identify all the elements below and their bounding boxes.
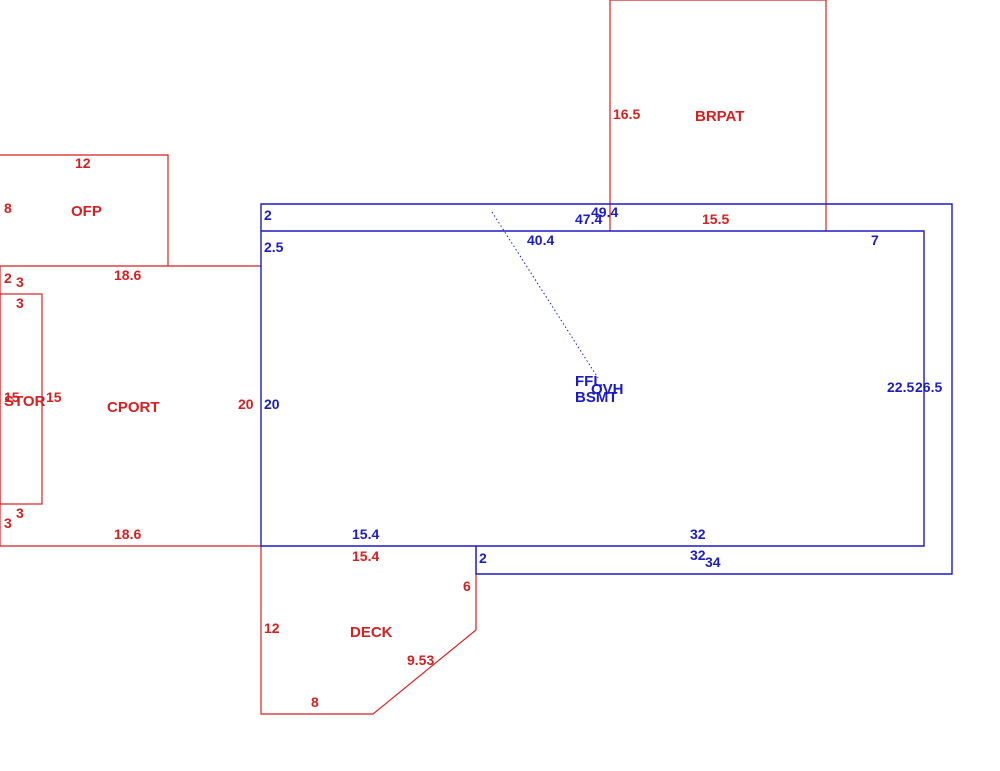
stor-label: STOR bbox=[4, 393, 46, 410]
ofp-outline bbox=[0, 154, 169, 266]
brpat-outline bbox=[609, 0, 827, 231]
brpat-side-dim: 16.5 bbox=[613, 106, 640, 122]
cport-label: CPORT bbox=[107, 399, 160, 416]
deck-label: DECK bbox=[350, 624, 393, 641]
deck-left-dim: 12 bbox=[264, 620, 280, 636]
cport-bottom-line bbox=[0, 266, 261, 547]
ofp-top-dim: 12 bbox=[75, 155, 91, 171]
main-left-dim: 20 bbox=[264, 396, 280, 412]
deck-diag-dim: 9.53 bbox=[407, 652, 434, 668]
deck-right-dim: 6 bbox=[463, 578, 471, 594]
deck-top-dim: 15.4 bbox=[352, 548, 379, 564]
stor-left-dim: 15 bbox=[4, 389, 20, 405]
main-bottom-right-dim: 32 bbox=[690, 526, 706, 542]
main-bottom-right-b-dim: 32 bbox=[690, 547, 706, 563]
leader-line bbox=[491, 211, 599, 379]
stor-right-dim: 15 bbox=[46, 389, 62, 405]
stor-top-left-dim: 2 bbox=[4, 270, 12, 286]
stor-outline bbox=[0, 293, 43, 505]
ofp-label: OFP bbox=[71, 203, 102, 220]
main-bottom-left-dim: 15.4 bbox=[352, 526, 379, 542]
main-top-step-dim: 7 bbox=[871, 232, 879, 248]
stor-bottom-inner-dim: 3 bbox=[16, 505, 24, 521]
ovh-label: OVH bbox=[591, 381, 624, 398]
ovh-right-dim: 26.5 bbox=[915, 379, 942, 395]
brpat-label: BRPAT bbox=[695, 108, 744, 125]
stor-top-right-dim: 3 bbox=[16, 274, 24, 290]
deck-bottom-dim: 8 bbox=[311, 694, 319, 710]
stor-top-inner-dim: 3 bbox=[16, 295, 24, 311]
main-left-top-dim: 2.5 bbox=[264, 239, 284, 255]
overhang-outline bbox=[260, 203, 953, 575]
deck-outline bbox=[260, 546, 477, 715]
ovh-step-dim: 2 bbox=[479, 550, 487, 566]
main-area-outline bbox=[260, 230, 925, 547]
ffl-label: FFL bbox=[575, 373, 603, 390]
main-top-a-dim: 47.4 bbox=[575, 211, 602, 227]
main-top-b-dim: 40.4 bbox=[527, 232, 554, 248]
ovh-top-dim: 49.4 bbox=[591, 204, 618, 220]
cport-bottom-dim: 18.6 bbox=[114, 526, 141, 542]
stor-bottom-left-dim: 3 bbox=[4, 515, 12, 531]
ofp-side-dim: 8 bbox=[4, 200, 12, 216]
main-right-dim: 22.5 bbox=[887, 379, 914, 395]
brpat-bottom-dim: 15.5 bbox=[702, 211, 729, 227]
ovh-left-top-dim: 2 bbox=[264, 207, 272, 223]
cport-right-dim: 20 bbox=[238, 396, 254, 412]
bsmt-label: BSMT bbox=[575, 389, 618, 406]
cport-top-dim: 18.6 bbox=[114, 267, 141, 283]
ovh-bottom-right-dim: 34 bbox=[705, 554, 721, 570]
